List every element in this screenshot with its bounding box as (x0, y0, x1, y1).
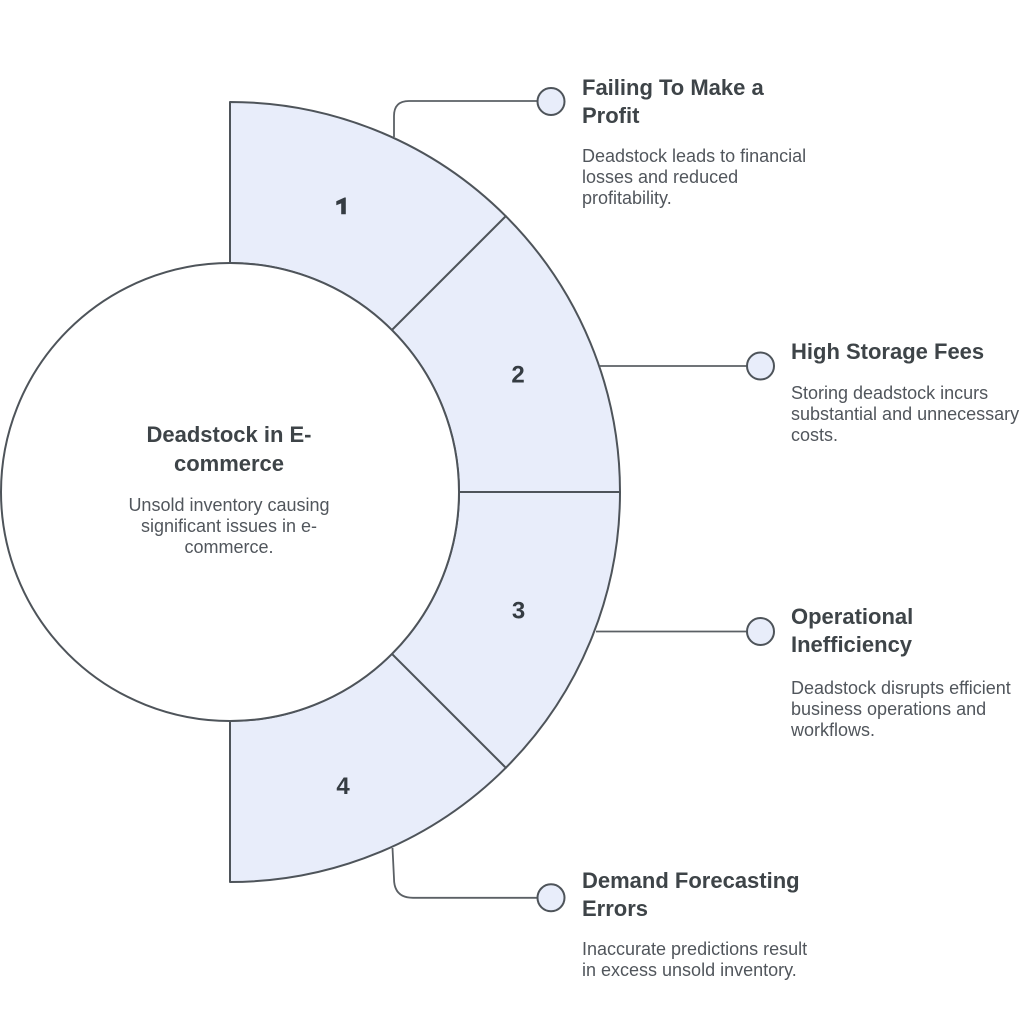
svg-text:4: 4 (336, 773, 350, 800)
svg-text:3: 3 (512, 598, 525, 625)
svg-text:2: 2 (511, 362, 524, 389)
